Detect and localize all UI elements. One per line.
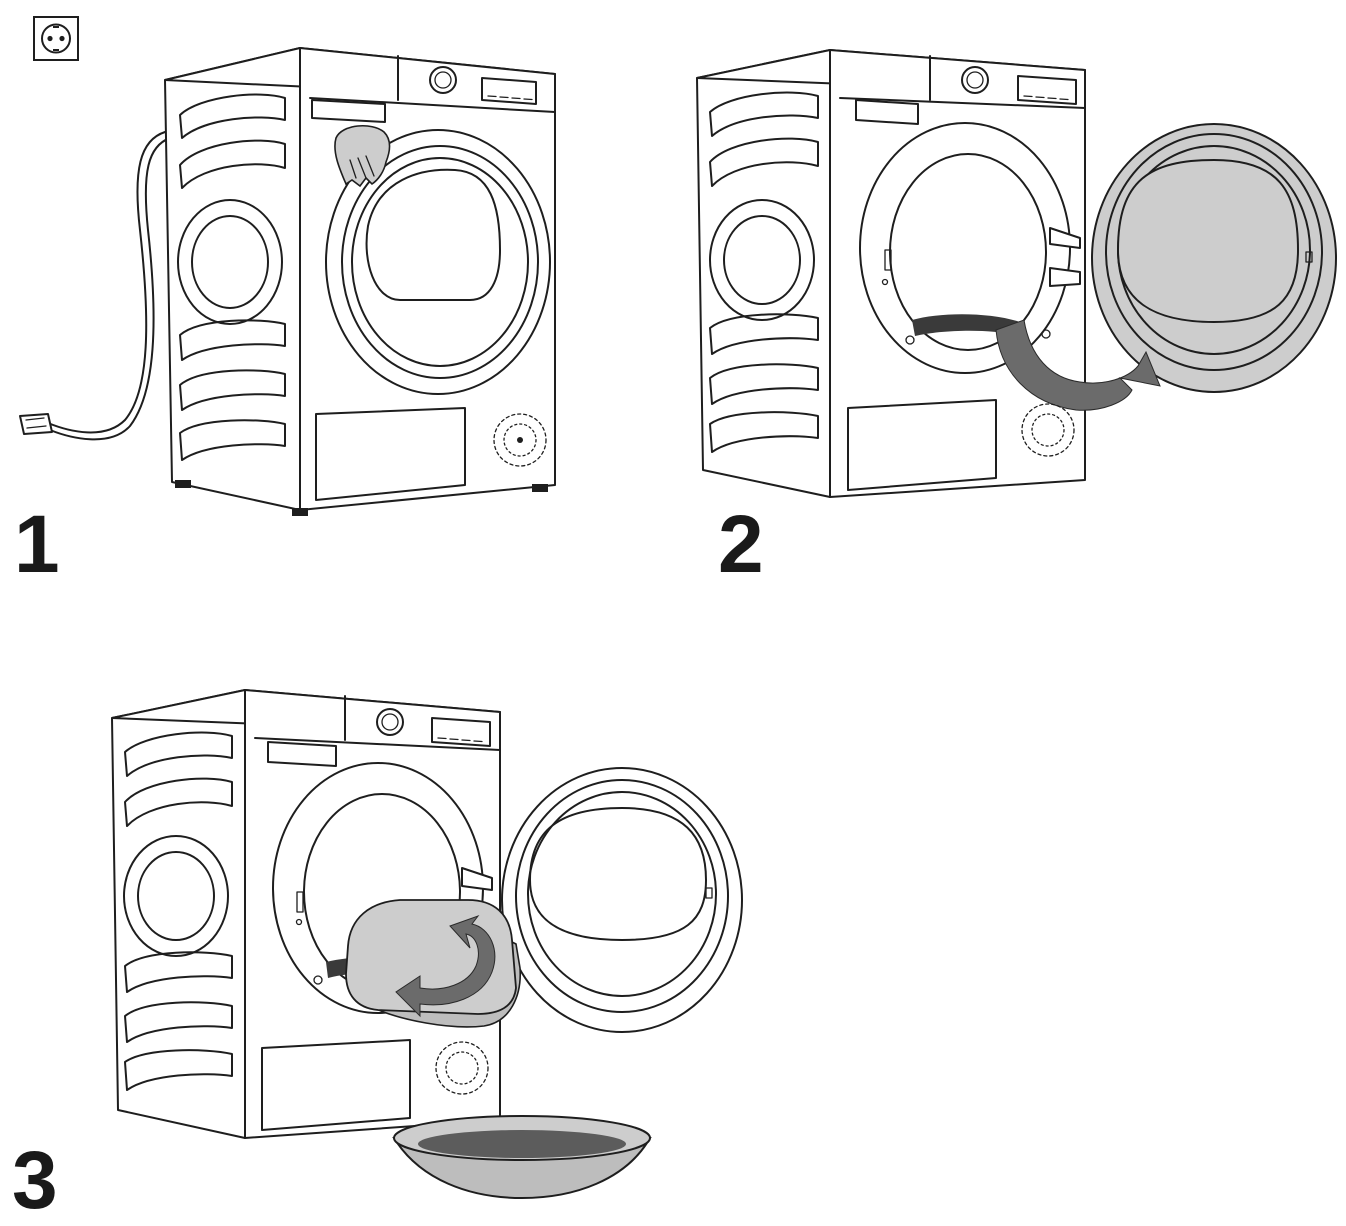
dryer-step-1	[19, 47, 556, 516]
dryer-door-open	[1091, 123, 1337, 393]
dryer-door-closed	[325, 129, 551, 395]
remove-tank-arrow	[395, 914, 496, 1018]
side-panel-ribs	[123, 731, 233, 1091]
dryer-step-3	[111, 689, 743, 1200]
dryer-step-2	[696, 49, 1337, 498]
side-panel-ribs	[709, 91, 819, 453]
dryer-door-open	[501, 767, 743, 1033]
step-number-1: 1	[14, 499, 60, 590]
side-panel-ribs	[177, 93, 286, 461]
power-plug-icon	[19, 413, 53, 435]
step-number-2: 2	[718, 499, 764, 590]
open-door-arrow	[995, 319, 1161, 411]
water-bowl	[392, 1115, 652, 1200]
hand-icon	[334, 125, 391, 188]
power-socket-icon	[33, 16, 79, 61]
step-number-3: 3	[12, 1135, 58, 1226]
